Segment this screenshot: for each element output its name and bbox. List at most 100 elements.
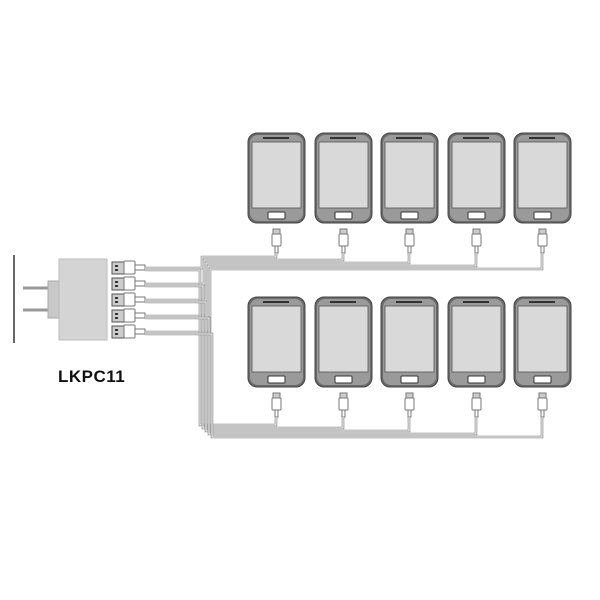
usb-pin [115, 281, 118, 283]
phone [513, 296, 572, 418]
phone-home-button [334, 211, 353, 220]
phone-speaker [396, 137, 422, 139]
usb-plug [123, 308, 136, 323]
phone-screen [451, 141, 502, 209]
usb-plug [123, 260, 136, 275]
phone-home-button [267, 375, 286, 384]
micro-usb-tip [272, 228, 281, 235]
micro-usb-tip [472, 228, 481, 235]
micro-usb-tip [538, 228, 547, 235]
micro-usb-plug [404, 233, 415, 247]
phone [314, 132, 373, 254]
cable-core [145, 301, 410, 432]
usb-pin [115, 269, 118, 271]
micro-usb-plug [338, 397, 349, 411]
phone-home-button [533, 211, 552, 220]
phone-screen [517, 305, 568, 373]
micro-usb-tip [405, 228, 414, 235]
micro-usb-neck [540, 245, 545, 254]
cable-core [145, 285, 344, 429]
usb-port [111, 308, 146, 323]
phone-screen [384, 305, 435, 373]
usb-port-socket [111, 309, 125, 323]
micro-usb-tip [472, 392, 481, 399]
micro-usb-tip [405, 392, 414, 399]
cable-core [145, 253, 543, 333]
phone-speaker [529, 137, 555, 139]
phone [314, 296, 373, 418]
micro-usb-neck [540, 409, 545, 418]
usb-pin [115, 313, 118, 315]
phone-screen [384, 141, 435, 209]
phone-screen [318, 141, 369, 209]
micro-usb-plug [537, 397, 548, 411]
cable-core [145, 317, 477, 435]
usb-port-socket [111, 293, 125, 307]
usb-plug [123, 324, 136, 339]
phone-home-button [334, 375, 353, 384]
micro-usb-neck [474, 409, 479, 418]
micro-usb-plug [537, 233, 548, 247]
phone-screen [318, 305, 369, 373]
micro-usb-plug [471, 233, 482, 247]
charger-body [58, 258, 108, 341]
product-label: LKPC11 [58, 367, 126, 386]
micro-usb-neck [474, 245, 479, 254]
micro-usb-plug [338, 233, 349, 247]
usb-pin [115, 329, 118, 331]
phone-speaker [330, 301, 356, 303]
phone-home-button [467, 375, 486, 384]
phone [247, 296, 306, 418]
phone-speaker [529, 301, 555, 303]
phone [380, 296, 439, 418]
phone [447, 132, 506, 254]
usb-port-socket [111, 277, 125, 291]
micro-usb-tip [538, 392, 547, 399]
usb-port [111, 276, 146, 291]
phone-home-button [267, 211, 286, 220]
phone-speaker [263, 301, 289, 303]
plug-base [47, 280, 61, 319]
phone-speaker [463, 301, 489, 303]
micro-usb-neck [341, 245, 346, 254]
usb-plug-neck [134, 264, 146, 271]
usb-port-socket [111, 325, 125, 339]
phone-screen [451, 305, 502, 373]
phone [513, 132, 572, 254]
micro-usb-neck [407, 245, 412, 254]
micro-usb-plug [271, 397, 282, 411]
micro-usb-plug [404, 397, 415, 411]
phone-speaker [396, 301, 422, 303]
micro-usb-tip [339, 392, 348, 399]
phone-screen [517, 141, 568, 209]
micro-usb-neck [407, 409, 412, 418]
micro-usb-neck [274, 409, 279, 418]
usb-pin [115, 317, 118, 319]
cable-core [145, 253, 277, 269]
cable-core [145, 333, 543, 438]
usb-pin [115, 285, 118, 287]
phone-speaker [463, 137, 489, 139]
cable-core [145, 253, 410, 301]
micro-usb-plug [471, 397, 482, 411]
phone-home-button [400, 211, 419, 220]
usb-plug-neck [134, 328, 146, 335]
phone-speaker [263, 137, 289, 139]
phone-home-button [533, 375, 552, 384]
usb-pin [115, 333, 118, 335]
micro-usb-neck [274, 245, 279, 254]
phone-speaker [330, 137, 356, 139]
phone [380, 132, 439, 254]
usb-pin [115, 297, 118, 299]
charger [23, 258, 108, 341]
usb-pin [115, 301, 118, 303]
usb-plug-neck [134, 296, 146, 303]
usb-plug-neck [134, 280, 146, 287]
cable-core [145, 269, 277, 426]
phone-home-button [400, 375, 419, 384]
cable-core [145, 253, 477, 317]
phone [247, 132, 306, 254]
micro-usb-neck [341, 409, 346, 418]
